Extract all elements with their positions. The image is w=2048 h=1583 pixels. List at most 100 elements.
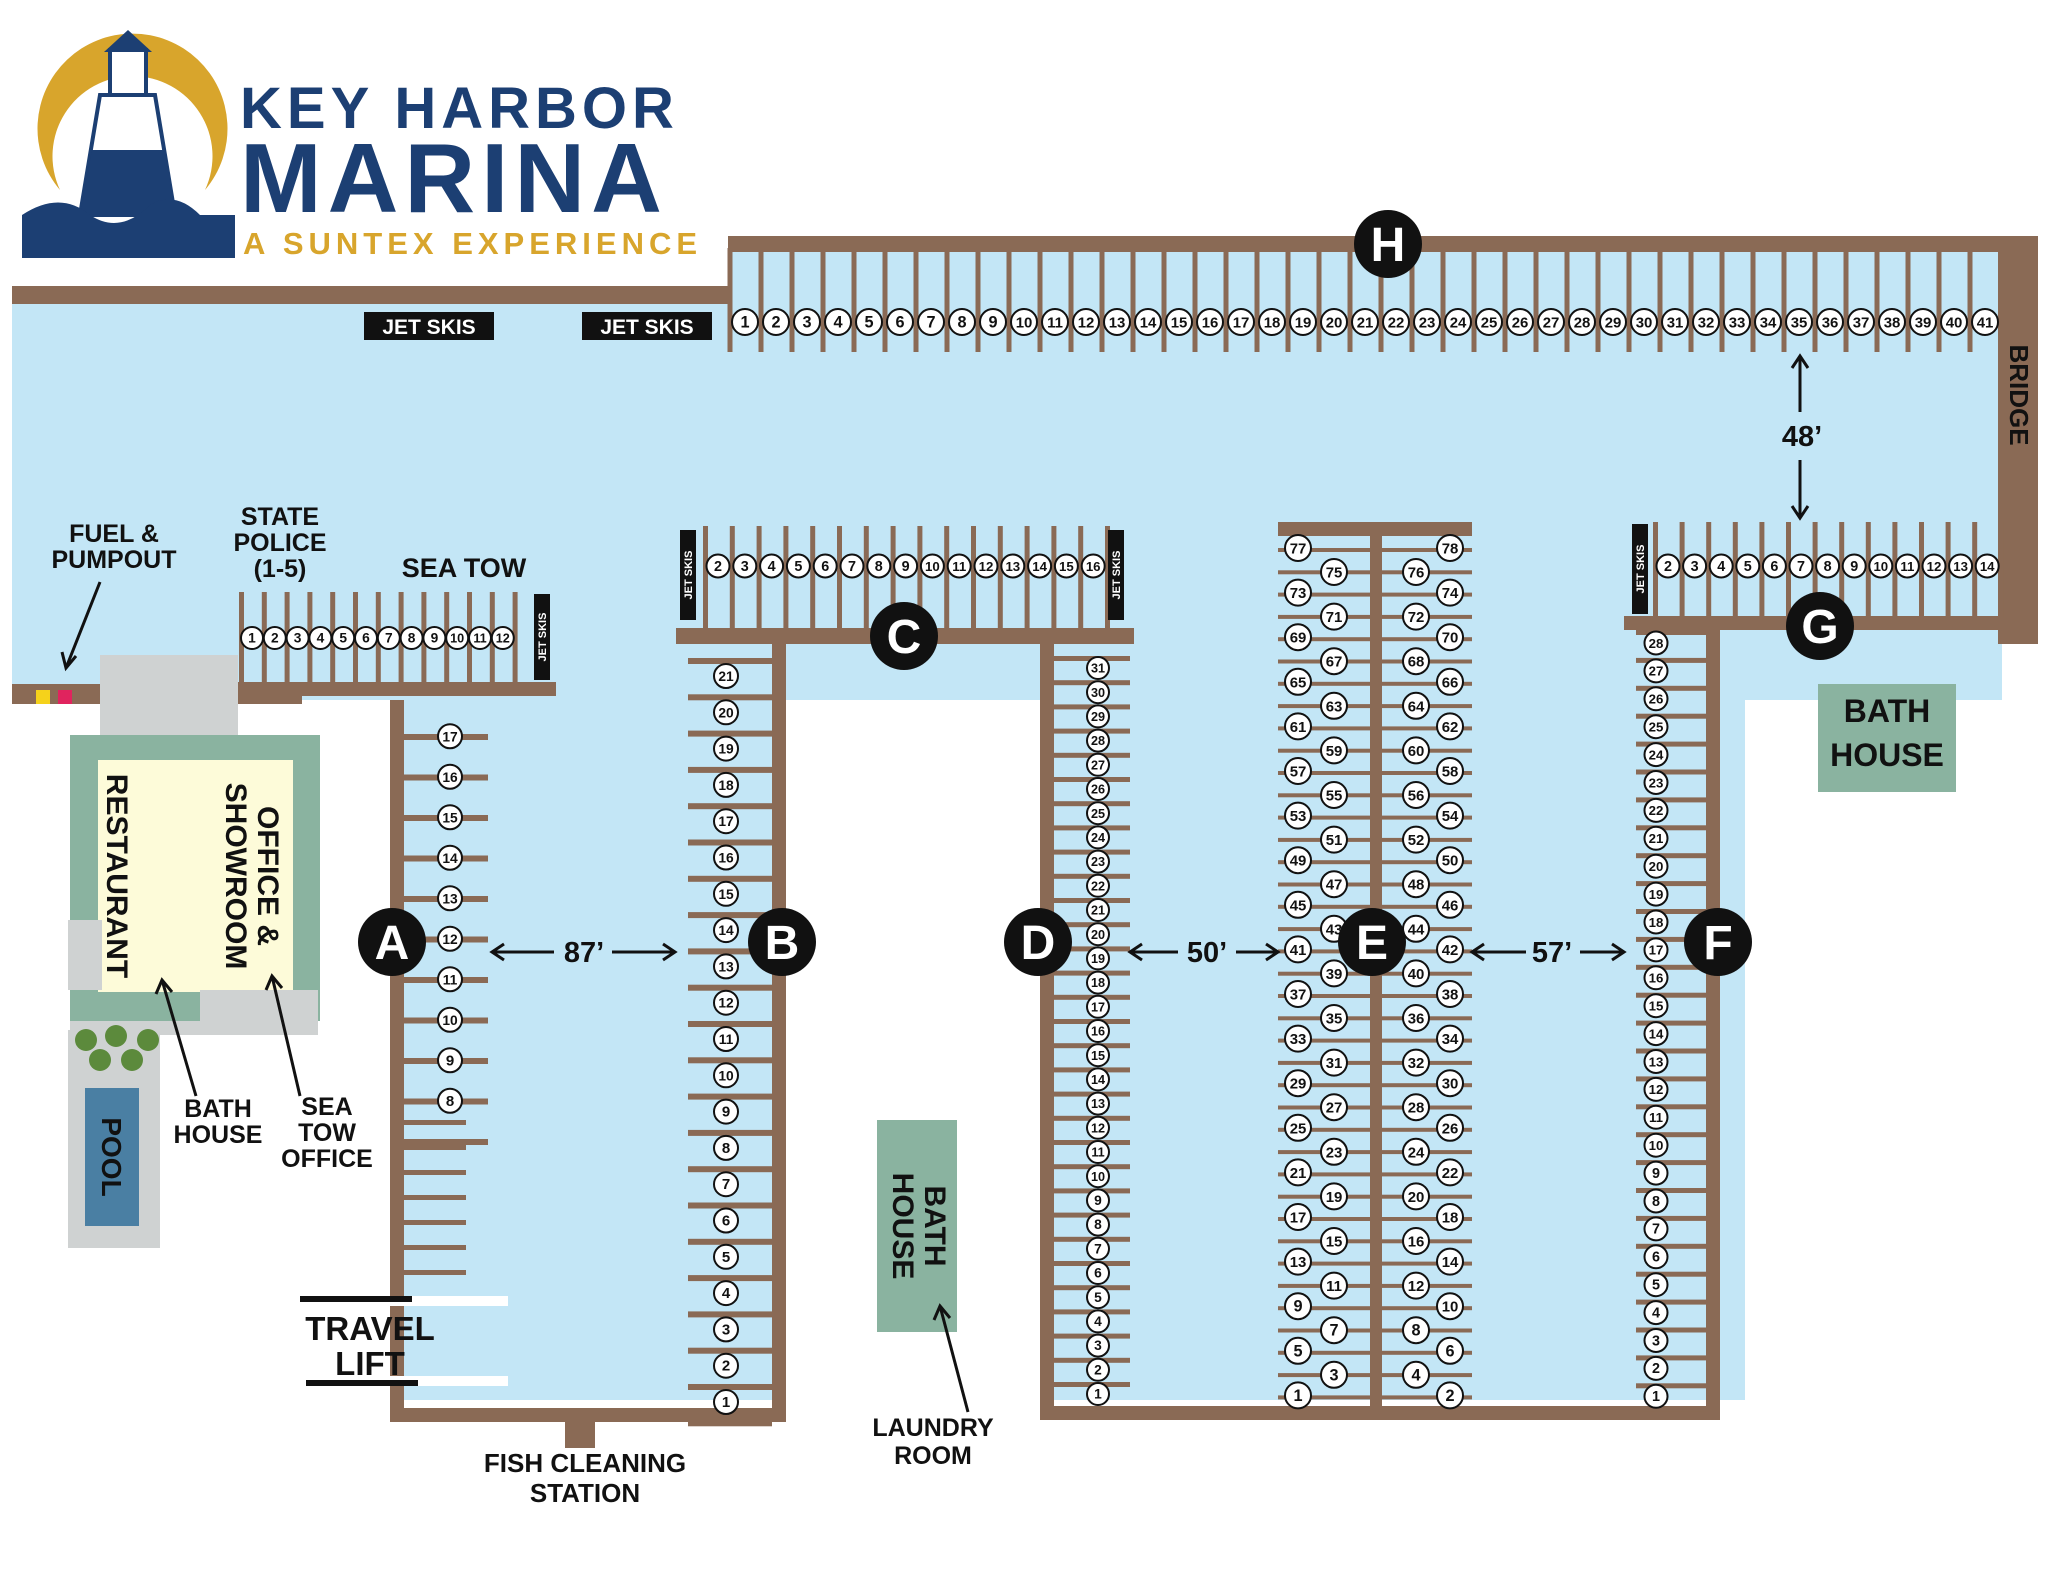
slip-marker: [713, 663, 739, 689]
a-finger-short: [404, 1270, 466, 1275]
slip-marker: [1643, 1132, 1669, 1158]
slip-number: 60: [1408, 743, 1425, 760]
dock-badge-e: [1338, 908, 1406, 976]
slip-number: 18: [1649, 915, 1664, 930]
g-finger: [1786, 522, 1791, 618]
slip-marker: [886, 308, 914, 336]
slip-number: 73: [1290, 585, 1307, 602]
slip-marker: [1436, 712, 1464, 741]
slip-marker: [1284, 1203, 1312, 1231]
slip-marker: [1086, 777, 1110, 801]
slip-marker: [1284, 935, 1312, 964]
slip-marker: [824, 308, 852, 336]
slip-marker: [1692, 308, 1720, 336]
slip-marker: [1643, 770, 1669, 795]
slip-marker: [1402, 1182, 1430, 1211]
slip-marker: [1436, 1113, 1464, 1142]
slip-number: 9: [722, 1104, 730, 1121]
f-finger: [1636, 1411, 1706, 1417]
slip-marker: [1643, 658, 1669, 684]
slip-number: 18: [1442, 1209, 1459, 1226]
jet-ski-tags: JET SKIS JET SKIS: [364, 312, 712, 340]
slip-marker: [1086, 1188, 1110, 1213]
slip-number: 39: [1915, 314, 1932, 331]
slip-number: 12: [1091, 1121, 1105, 1135]
slip-number: 13: [718, 959, 734, 974]
slip-number: 8: [875, 559, 883, 575]
slip-marker: [1402, 1316, 1430, 1345]
e-finger-right: [1382, 1350, 1472, 1355]
bath-house-g-label-1: BATH: [1844, 693, 1931, 729]
slip-number: 15: [1091, 1049, 1105, 1063]
slip-number: 1: [1293, 1387, 1302, 1405]
slip-marker: [855, 308, 883, 336]
slip-number: 3: [741, 559, 749, 575]
h-finger: [975, 248, 981, 352]
slip-marker: [1402, 558, 1430, 586]
slip-number: 24: [1649, 747, 1664, 762]
slip-number: 22: [1442, 1165, 1459, 1182]
a-finger-short: [404, 1170, 466, 1175]
slip-number: 8: [957, 313, 966, 331]
distance-markers: [489, 353, 1810, 962]
slip-marker: [1103, 308, 1131, 336]
slip-marker: [437, 966, 463, 993]
h-finger: [1781, 248, 1787, 352]
slip-number: 9: [431, 631, 439, 646]
slip-number: 5: [339, 631, 347, 646]
slip-number: 11: [719, 1032, 734, 1047]
g-finger: [1759, 522, 1765, 618]
d-walk: [1040, 640, 1054, 1420]
slip-number: 25: [1649, 720, 1664, 735]
slip-number: 68: [1408, 654, 1425, 671]
e-finger-left: [1278, 994, 1370, 998]
slip-number: 34: [1442, 1031, 1459, 1048]
slip-number: 10: [1442, 1299, 1459, 1316]
slip-number: 2: [771, 313, 780, 331]
slip-number: 55: [1326, 787, 1343, 804]
slip-marker: [1289, 308, 1317, 336]
slip-marker: [1402, 825, 1430, 854]
slip-marker: [1086, 849, 1110, 874]
h-finger: [1750, 248, 1756, 352]
slip-number: 2: [1094, 1362, 1102, 1377]
e-finger-left: [1278, 637, 1370, 642]
slip-marker: [1643, 1049, 1669, 1074]
slip-number: 27: [1649, 664, 1664, 679]
e-finger-right: [1382, 815, 1472, 820]
f-finger: [1636, 1104, 1706, 1110]
slip-number: 7: [722, 1176, 730, 1193]
slip-number: 31: [1091, 662, 1105, 676]
slip-marker: [705, 553, 731, 579]
h-finger: [1409, 248, 1415, 352]
slip-marker: [1284, 1158, 1312, 1187]
slip-marker: [1475, 308, 1503, 336]
slip-marker: [713, 1280, 739, 1307]
f-finger: [1636, 1160, 1706, 1166]
slip-marker: [1436, 667, 1464, 696]
slip-number: 20: [718, 705, 734, 720]
slip-marker: [1436, 980, 1464, 1008]
slip-marker: [713, 1207, 739, 1234]
slip-marker: [732, 553, 758, 579]
e-finger-right: [1382, 548, 1472, 552]
slip-number: 20: [1408, 1189, 1425, 1206]
slip-number: 23: [1326, 1144, 1343, 1161]
b-finger: [688, 1202, 772, 1209]
slip-number: 13: [1290, 1254, 1307, 1271]
slip-marker: [1436, 935, 1464, 964]
slip-number: 5: [794, 559, 802, 575]
slip-marker: [1402, 602, 1430, 631]
slip-marker: [437, 1006, 463, 1033]
dock-badge-d: [1004, 908, 1072, 976]
bridge-label: BRIDGE: [2004, 344, 2034, 445]
bath-house-g: [1818, 684, 1956, 792]
slip-marker: [946, 553, 972, 579]
slip-marker: [1643, 1076, 1669, 1102]
slip-number: 69: [1290, 630, 1307, 647]
slip-marker: [1320, 308, 1348, 336]
h-finger: [820, 248, 826, 352]
slip-marker: [1382, 308, 1410, 336]
slip-number: 62: [1442, 719, 1459, 736]
slip-number: 11: [1091, 1146, 1104, 1160]
